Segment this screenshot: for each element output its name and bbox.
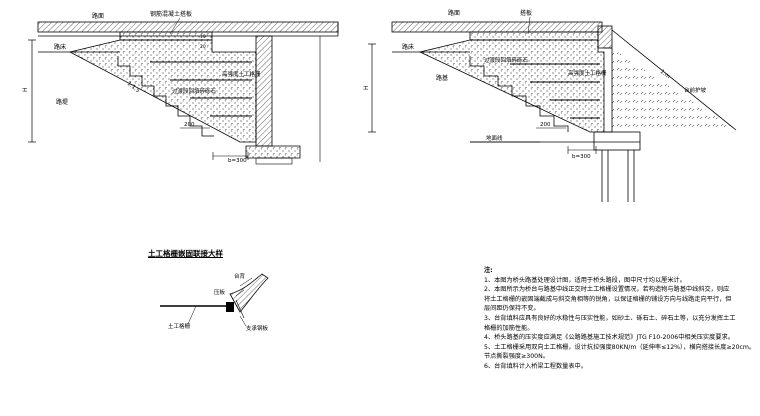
note-line: 层间距仍保持不变。 <box>484 305 540 313</box>
right-abutment-cap <box>597 25 613 49</box>
left-abutment-wall <box>255 35 273 147</box>
left-slab-label: 钢筋混凝土搭板 <box>150 10 192 18</box>
left-height-dimension <box>28 39 36 143</box>
right-bed-label: 路床 <box>402 43 414 51</box>
right-width-label: b=300 <box>572 154 591 160</box>
right-steps <box>469 56 569 132</box>
right-height-dimension <box>368 43 376 133</box>
right-ground-label: 地面线 <box>486 134 503 142</box>
left-approach-slab <box>119 31 213 41</box>
left-steps <box>117 56 214 137</box>
left-fill-label: 过渡段回填碎砾石 <box>172 87 217 95</box>
right-slab-label: 搭板 <box>520 9 532 17</box>
left-step-label: 200 <box>184 122 195 128</box>
note-line: 6、台背填料计入桥梁工程数量表中。 <box>484 362 587 370</box>
right-pavement-label: 路面 <box>448 9 460 17</box>
left-geogrid-layers <box>150 61 252 117</box>
right-height-label: H <box>363 85 370 90</box>
left-small-a: 10 <box>200 34 206 40</box>
left-height-label: H <box>22 87 29 92</box>
detail-title: 土工格栅嵌固联接大样 <box>148 249 223 258</box>
left-bed-label: 路床 <box>54 43 66 51</box>
right-subgrade-label: 路基 <box>436 74 448 82</box>
right-abutment-label: 台前护坡 <box>684 86 707 94</box>
notes-title: 注: <box>484 267 493 274</box>
right-piles <box>593 131 641 202</box>
right-step-label: 200 <box>540 122 551 128</box>
detail-bolt-label: 支承钢板 <box>246 324 269 332</box>
left-pavement <box>37 21 339 33</box>
note-line: 3、台背填料应具有良好的水稳性与压实性能，如砂土、砾石土、碎石土等，以充分发挥土… <box>484 314 736 322</box>
note-line: 将土工格栅的嵌固端截成与斜交角相等的锐角，以保证格栅的铺设方向与线路走向平行，但 <box>484 295 732 303</box>
right-geogrid-layers <box>510 63 600 119</box>
right-slope-label: 1:m <box>659 69 671 80</box>
right-pavement <box>391 21 603 33</box>
note-line: 1、本图为桥头路基处理设计图，适用于桥头路段，图中尺寸均以厘米计。 <box>484 276 686 284</box>
note-line: 5、土工格栅采用双向土工格栅，设计抗拉强度80KN/m（延伸率≤12%），横向搭… <box>484 343 756 351</box>
note-line: 节点撕裂强度≥300N。 <box>484 353 549 361</box>
right-front-slope <box>611 29 737 131</box>
left-embankment-label: 路堤 <box>56 98 68 106</box>
right-fill-label: 过渡段回填碎砾石 <box>484 56 529 64</box>
right-section: H <box>363 9 737 202</box>
left-geogrid-label: 高强度土工格栅 <box>222 70 261 78</box>
left-abutment-footing <box>245 145 301 159</box>
detail-plate <box>226 302 234 312</box>
right-approach-slab <box>469 31 599 41</box>
left-section: H 路面 钢筋混凝土搭板 <box>22 10 339 165</box>
note-line: 4、桥头路基的压实度应满足《公路路基施工技术规范》JTG F10-2006中相关… <box>484 334 734 342</box>
design-notes: 注: 1、本图为桥头路基处理设计图，适用于桥头路段，图中尺寸均以厘米计。 2、本… <box>484 266 756 372</box>
detail-plate-label: 压板 <box>214 288 226 296</box>
detail-back-label: 台背 <box>234 272 246 280</box>
detail-back-wall <box>229 273 269 313</box>
geogrid-anchor-detail: 台背 压板 土工格栅 支承钢板 <box>160 272 269 332</box>
note-line: 格栅的加筋性能。 <box>484 324 534 332</box>
left-pavement-label: 路面 <box>92 12 104 20</box>
left-width-label: b=300 <box>228 158 247 164</box>
note-line: 2、本图所示为桥台与路基中线正交时土工格栅设置情况，若构造物与路基中线斜交，则应 <box>484 286 730 294</box>
detail-geogrid-label: 土工格栅 <box>168 322 191 330</box>
left-fill-wedge <box>68 39 257 143</box>
left-small-b: 20 <box>200 44 206 50</box>
right-geogrid-label: 高强度土工格栅 <box>568 69 607 77</box>
